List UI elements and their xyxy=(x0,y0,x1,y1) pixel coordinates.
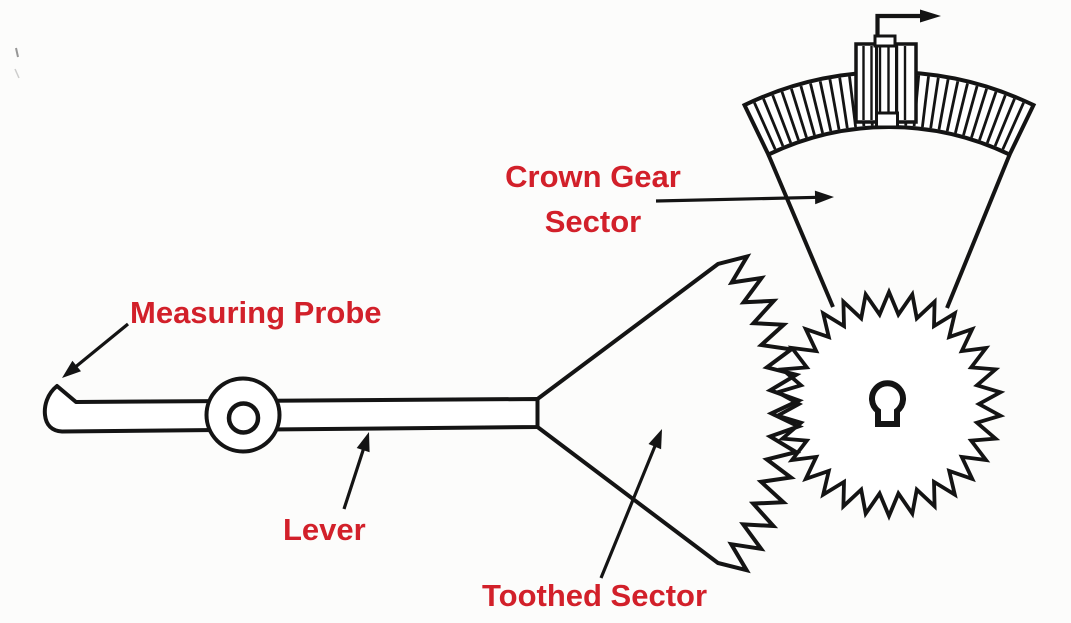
crown-tooth-line xyxy=(970,88,988,138)
rotation-arrow xyxy=(875,9,941,36)
crown-tooth-line xyxy=(799,85,816,136)
measuring-probe-leader-line xyxy=(69,322,130,373)
rotation-arrowhead xyxy=(920,9,941,23)
crown-right-side xyxy=(945,153,1012,309)
crown-tooth-line xyxy=(809,83,824,134)
crown-tooth-line xyxy=(1001,102,1025,150)
crown-gear-sector-leader-head xyxy=(814,190,834,205)
toothed-sector-leader-head xyxy=(648,429,662,450)
lever-arm xyxy=(42,376,540,454)
scan-speck xyxy=(15,47,19,58)
crown-tooth-line xyxy=(954,83,969,134)
crown-tooth-line xyxy=(762,98,785,147)
toothed-sector-shape xyxy=(536,253,804,574)
rotation-arrow-line xyxy=(875,13,923,36)
crown-tooth-line xyxy=(771,94,793,144)
crown-tooth-line xyxy=(945,81,960,132)
crown-tooth-line xyxy=(993,98,1016,147)
crown-tooth-line xyxy=(753,102,777,150)
toothed-sector-leader-line xyxy=(599,438,660,579)
crown-tooth-line xyxy=(790,88,808,138)
crown-tooth-line xyxy=(937,79,950,130)
crown-left-side xyxy=(766,153,835,308)
label-measuring-probe: Measuring Probe xyxy=(130,295,382,330)
label-crown-gear-sector-line1: Crown Gear xyxy=(505,159,681,194)
crown-tooth-line xyxy=(838,77,849,129)
scan-speck xyxy=(14,68,20,79)
crown-tooth-line xyxy=(828,79,841,130)
lever-leader-head xyxy=(356,432,370,453)
pinion-bottom-tab xyxy=(875,111,899,129)
crown-tooth-line xyxy=(962,85,979,136)
gear-keyhole-bore xyxy=(869,380,906,427)
crown-tooth-line xyxy=(929,77,940,129)
label-crown-gear-sector: Crown Gear Sector xyxy=(443,161,743,237)
pinion-top-cap xyxy=(873,34,897,48)
pinion-body xyxy=(854,42,918,124)
pivot-hole xyxy=(226,401,261,435)
toothed-sector-outline xyxy=(536,253,804,574)
scan-artifacts xyxy=(14,47,20,79)
lever-bar-with-probe-hook xyxy=(42,384,540,434)
lever-leader-line xyxy=(342,442,368,510)
label-toothed-sector: Toothed Sector xyxy=(482,578,708,613)
label-crown-gear-sector-line2: Sector xyxy=(544,204,642,239)
pinion-block xyxy=(854,34,918,129)
crown-tooth-line xyxy=(818,81,833,132)
leader-arrows xyxy=(62,190,834,579)
measuring-probe-leader-head xyxy=(62,360,81,378)
crown-tooth-line xyxy=(985,94,1007,144)
crown-tooth-line xyxy=(978,91,998,141)
gear-wheel xyxy=(772,287,1006,521)
crown-tooth-line xyxy=(921,76,930,128)
crown-tooth-line xyxy=(780,91,800,141)
crown-gear-sector-leader-line xyxy=(655,195,824,203)
label-lever: Lever xyxy=(283,512,366,547)
